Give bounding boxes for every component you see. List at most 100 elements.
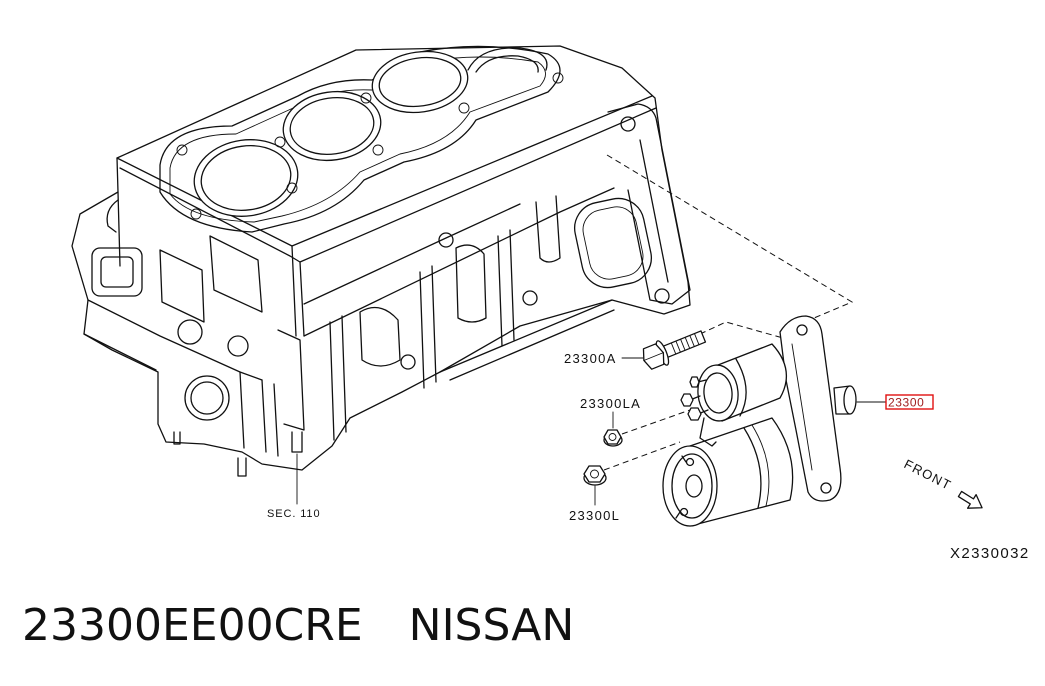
- crank-bore-inner: [190, 381, 224, 415]
- figure-code: X2330032: [950, 545, 1030, 562]
- end-edge: [117, 191, 121, 267]
- front-arrow-icon: [957, 490, 983, 509]
- end-boss-inner: [100, 256, 134, 288]
- end-panel: [209, 235, 263, 313]
- bolt-hole: [620, 116, 636, 132]
- mounting-pad: [574, 197, 652, 289]
- deck-lip: [119, 107, 657, 263]
- bolt-hole: [400, 354, 416, 370]
- end-rib: [239, 371, 245, 449]
- terminal-nut: [687, 407, 702, 421]
- end-hole: [177, 319, 203, 345]
- starter-motor: [662, 315, 857, 527]
- callout-starter: 23300: [888, 396, 924, 410]
- cylinder-bore-1: [193, 139, 299, 217]
- mounting-pad-inner: [582, 206, 644, 280]
- nut-l-hex: [583, 465, 606, 483]
- end-rib: [277, 329, 305, 431]
- solenoid-terminals: [680, 376, 709, 421]
- end-boss: [91, 247, 143, 297]
- bolt-hole: [176, 144, 188, 156]
- highlight-box: [885, 394, 934, 410]
- bolt-hole: [190, 208, 202, 220]
- skirt-rail: [439, 299, 615, 381]
- solenoid-end-inner: [703, 372, 733, 414]
- solenoid-ring: [735, 358, 747, 417]
- lobe-edge: [639, 139, 669, 283]
- callout-bolt: 23300A: [564, 351, 617, 366]
- brand-name: NISSAN: [408, 600, 575, 651]
- water-jacket: [159, 45, 561, 233]
- cylinder-bore-2: [282, 90, 382, 162]
- bolt-hole: [286, 182, 298, 194]
- motor-hub: [685, 474, 703, 498]
- stud: [291, 431, 303, 453]
- cylinder-bore-1-liner: [200, 145, 292, 211]
- bolt-hole: [654, 288, 670, 304]
- motor-end-ring: [671, 453, 713, 519]
- nut-l: [583, 465, 607, 486]
- cylinder-bore-4-liner: [475, 55, 539, 73]
- bolt-hole: [522, 290, 538, 306]
- deck-bolt-holes: [176, 72, 564, 220]
- nut-la: [603, 429, 623, 447]
- assembly-line-bolt: [699, 321, 791, 341]
- flange-bolt-hole: [820, 482, 832, 494]
- end-rail: [83, 333, 157, 371]
- starter-nose-end: [843, 385, 857, 415]
- block-studs: [173, 431, 303, 477]
- assembly-line-nut-la: [621, 409, 691, 435]
- solenoid-strap: [699, 417, 717, 447]
- cylinder-bores: [193, 47, 548, 217]
- rib: [535, 195, 561, 263]
- assembly-lines: [603, 154, 854, 471]
- cylinder-bore-4: [467, 47, 548, 71]
- block-end-face: [83, 191, 305, 457]
- nut-l-hole: [590, 469, 599, 479]
- motor-body-band: [751, 424, 770, 507]
- cylinder-bore-3-liner: [378, 56, 462, 108]
- part-number: 23300EE00CRE: [22, 600, 363, 651]
- bolt-hole: [438, 232, 454, 248]
- callout-nut-l: 23300L: [569, 508, 620, 523]
- flange-edge: [791, 343, 813, 471]
- front-label: FRONT: [902, 456, 955, 493]
- motor-body-band: [743, 427, 762, 509]
- callouts: 23300A 23300LA 23300L SEC. 110 23300: [267, 351, 934, 523]
- starter-bolt: [642, 330, 707, 370]
- cylinder-bore-3: [371, 50, 469, 114]
- bolt-thread: [670, 333, 700, 355]
- cylinder-bore-2-liner: [289, 97, 375, 155]
- callout-section-ref: SEC. 110: [267, 508, 320, 520]
- end-lobe: [607, 103, 691, 305]
- bolt-head-edge: [643, 352, 664, 361]
- nut-la-hole: [608, 433, 617, 441]
- bolt-hole: [274, 136, 286, 148]
- end-panel: [159, 249, 205, 323]
- boss: [359, 306, 401, 367]
- end-rail: [87, 299, 263, 381]
- bolt-hole: [552, 72, 564, 84]
- end-hole: [227, 335, 249, 357]
- nut-la-hex: [603, 429, 622, 445]
- bolt-hole: [372, 144, 384, 156]
- rib: [419, 265, 437, 389]
- end-rib: [261, 379, 279, 457]
- mid-rail: [303, 203, 521, 305]
- crank-bore: [184, 375, 230, 421]
- front-indicator: FRONT: [902, 456, 983, 509]
- assembly-line-nut-l: [603, 441, 681, 471]
- block-side-ribs: [303, 187, 615, 441]
- end-flange: [106, 199, 119, 233]
- cylinder-block: [71, 45, 691, 477]
- bolt-hole: [360, 92, 372, 104]
- terminal-nut: [689, 376, 700, 388]
- stud: [173, 431, 181, 445]
- stud: [237, 457, 247, 477]
- bolt-hole: [458, 102, 470, 114]
- callout-nut-la: 23300LA: [580, 396, 641, 411]
- through-bolt-tip: [675, 455, 687, 519]
- parts-diagram: 23300A 23300LA 23300L SEC. 110 23300 FRO…: [71, 45, 1030, 562]
- assembly-line-starter: [606, 154, 854, 319]
- caption: 23300EE00CRE NISSAN: [22, 598, 574, 654]
